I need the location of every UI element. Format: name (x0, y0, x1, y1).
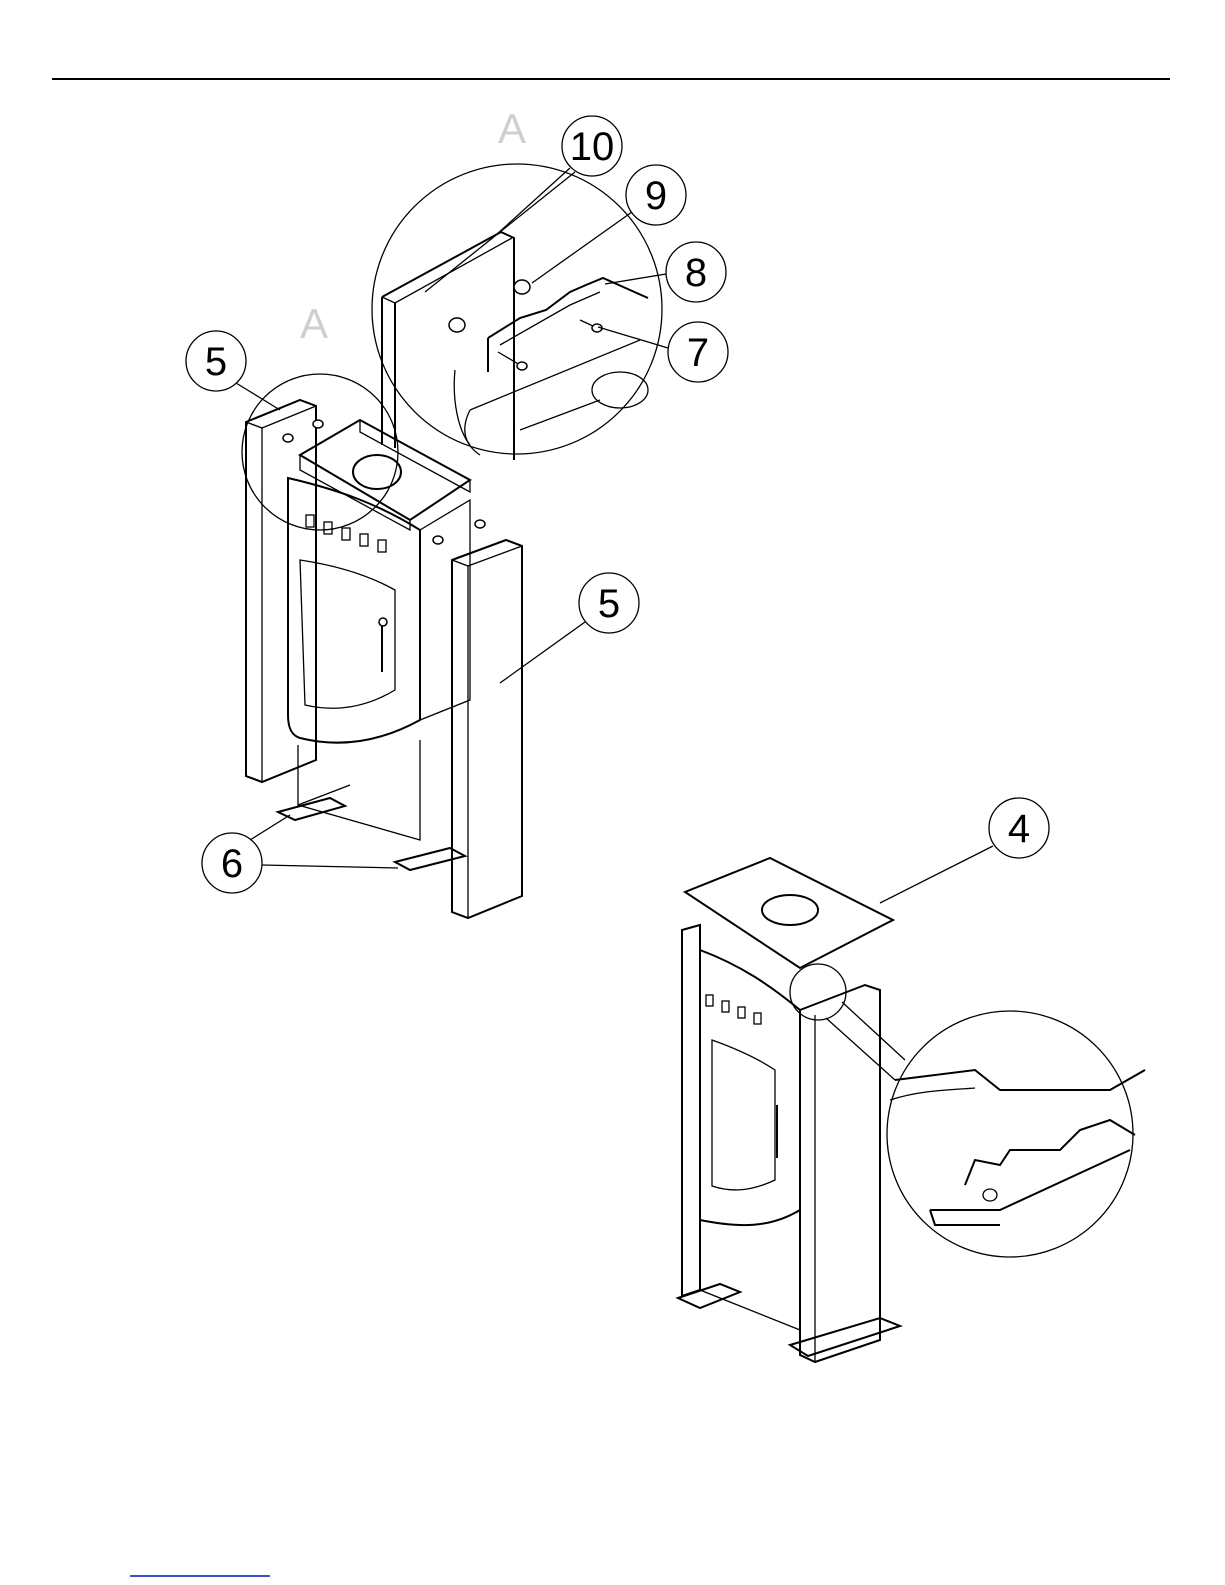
callout-5-left: 5 (186, 331, 280, 410)
footer-link-underline (130, 1575, 270, 1577)
callout-4: 4 (880, 798, 1049, 903)
callout-7-label: 7 (687, 331, 709, 375)
callout-6: 6 (202, 815, 398, 893)
callout-10-label: 10 (570, 125, 615, 169)
callout-4-label: 4 (1008, 807, 1030, 851)
view-mark-a-zoom: A (498, 105, 526, 152)
view-mark-a-main: A (300, 300, 328, 347)
stove-exploded-view (242, 374, 522, 918)
callout-6-label: 6 (221, 842, 243, 886)
callout-5-right: 5 (500, 573, 639, 683)
callout-5-left-label: 5 (205, 340, 227, 384)
callout-8-label: 8 (685, 251, 707, 295)
stove-assembled-view (678, 858, 1145, 1362)
callout-5-right-label: 5 (598, 582, 620, 626)
detail-a-zoom (372, 164, 662, 460)
callout-8: 8 (605, 242, 726, 302)
callout-7: 7 (598, 322, 728, 382)
callout-9-label: 9 (645, 174, 667, 218)
callout-9: 9 (532, 165, 686, 283)
